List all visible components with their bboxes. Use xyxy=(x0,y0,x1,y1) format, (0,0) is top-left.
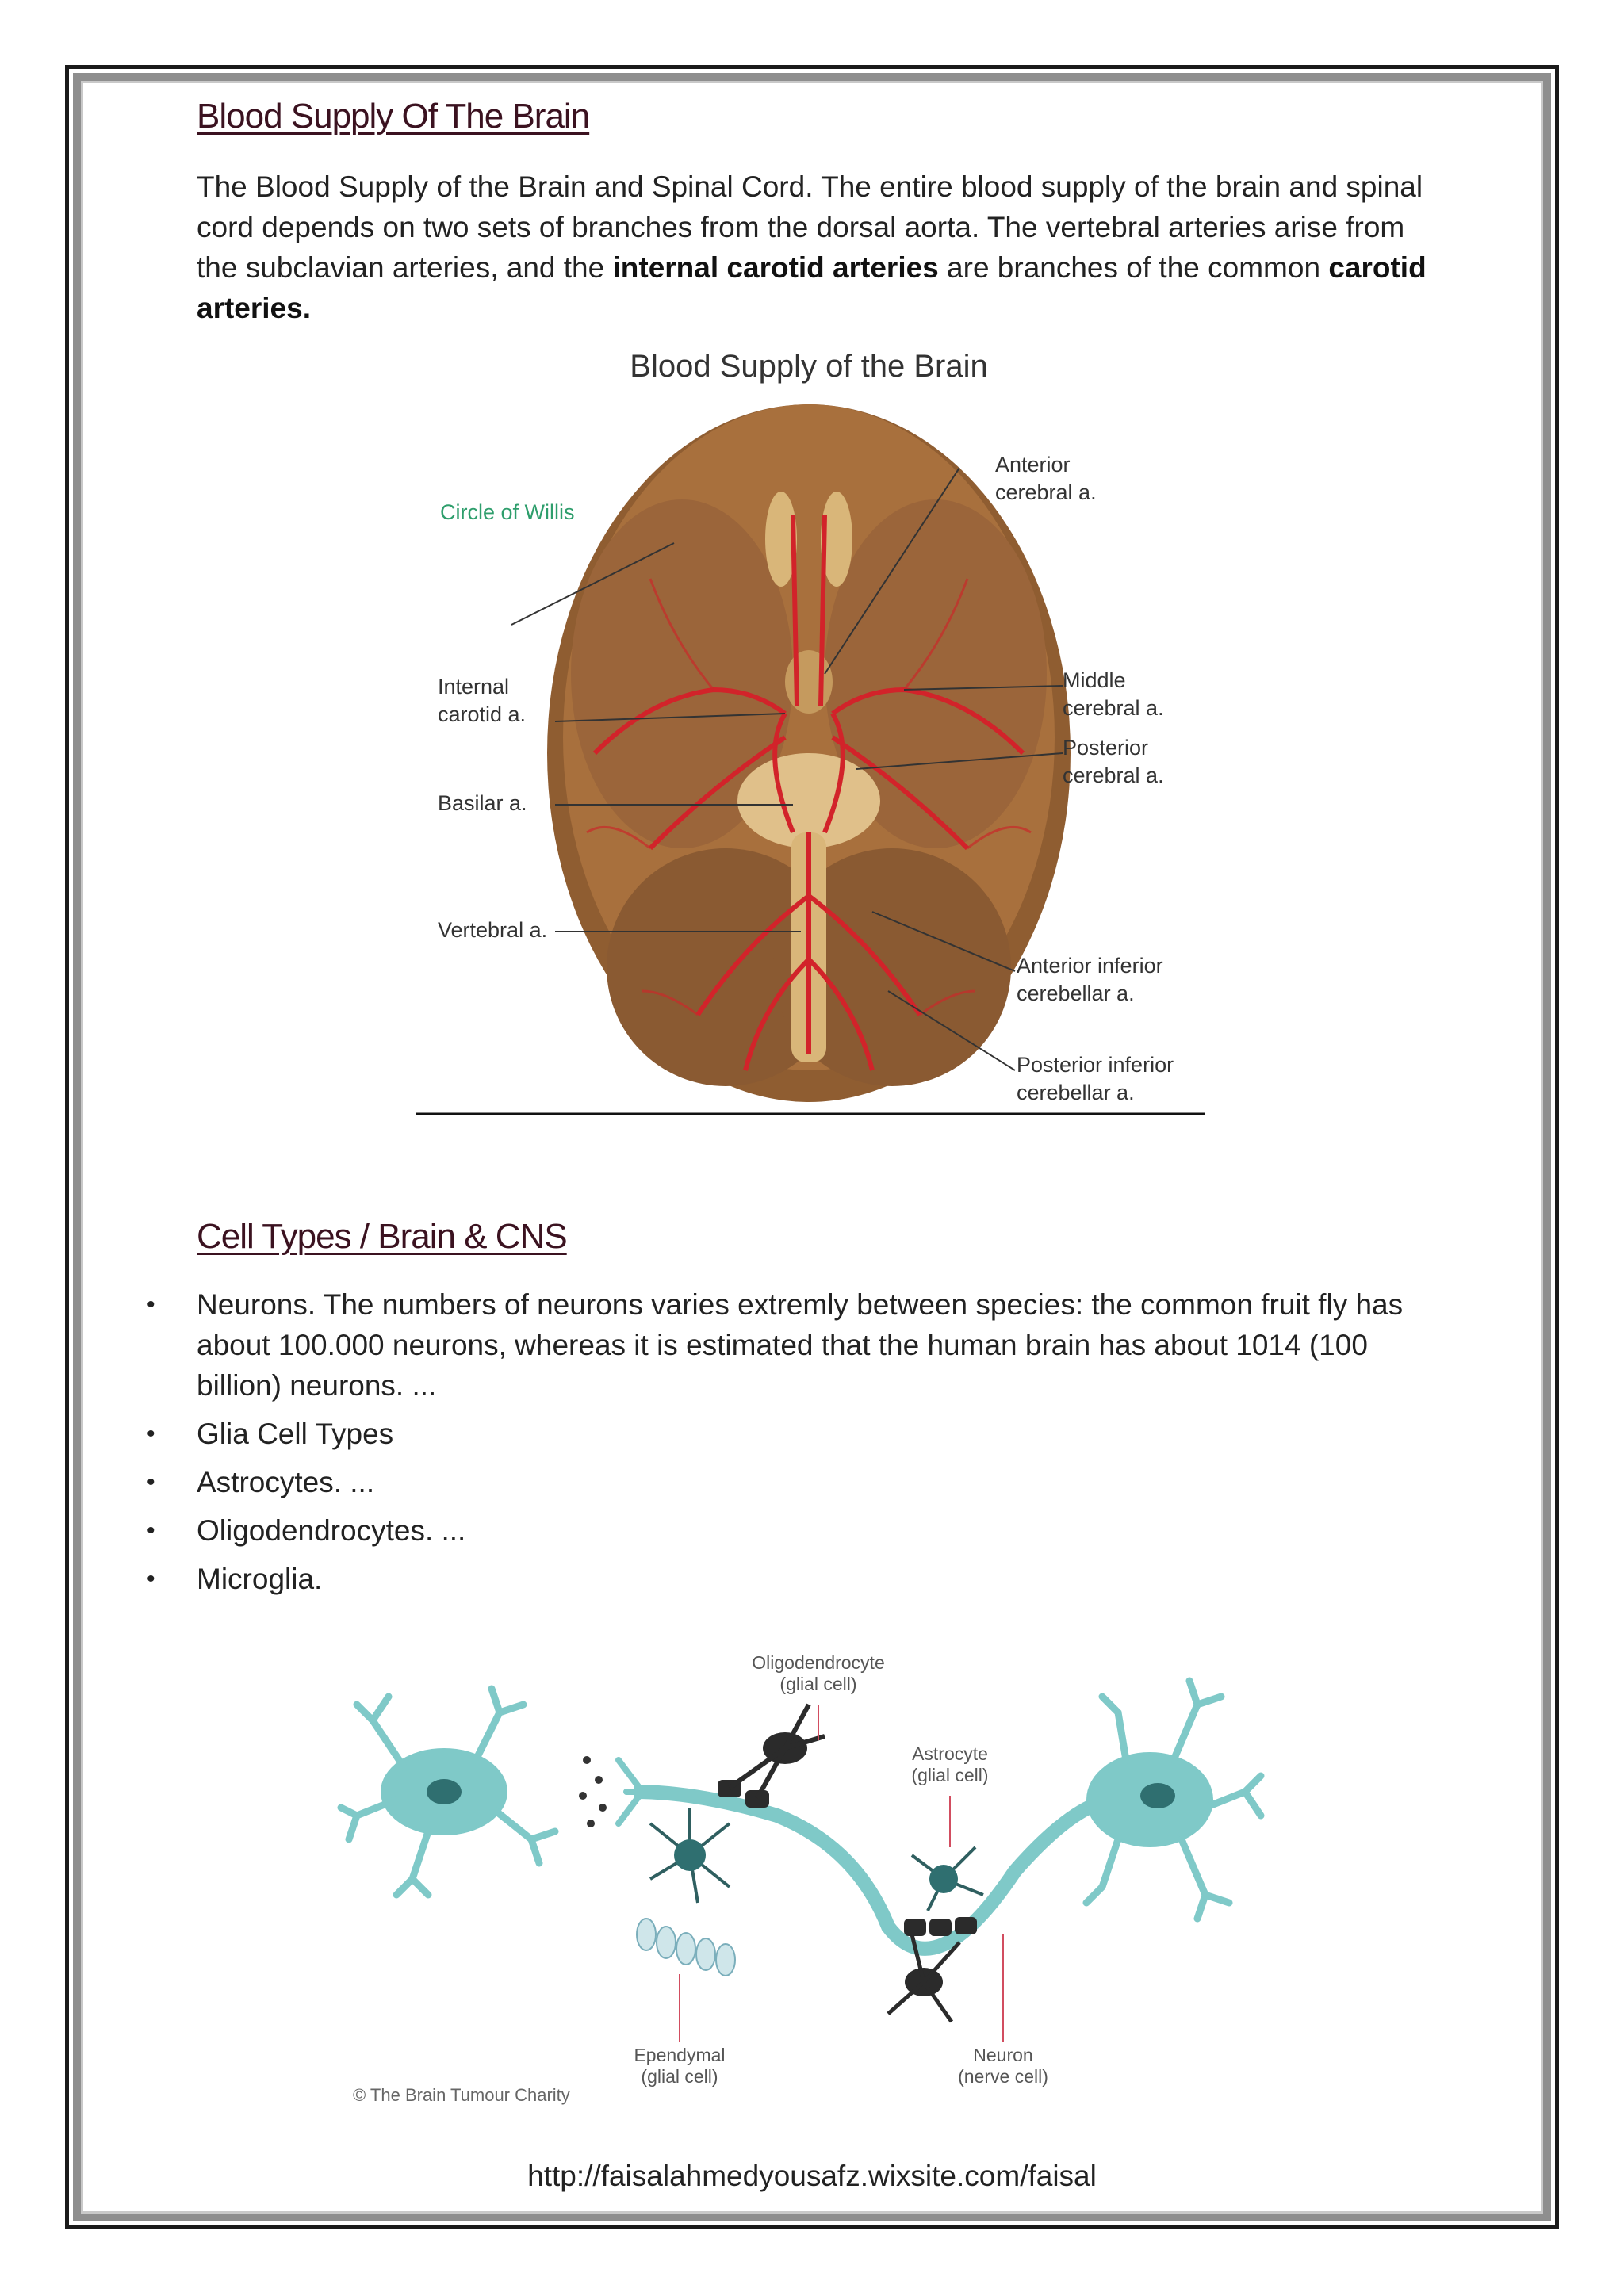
list-item: Astrocytes. ... xyxy=(147,1462,1455,1502)
label-neuron-1: Neuron xyxy=(973,2045,1032,2065)
label-ependymal-2: (glial cell) xyxy=(641,2066,718,2087)
label-astrocyte-2: (glial cell) xyxy=(911,1765,988,1785)
figure-credit: © The Brain Tumour Charity xyxy=(353,2085,570,2105)
label-anterior-inferior-1: Anterior inferior xyxy=(1017,954,1163,978)
label-basilar: Basilar a. xyxy=(438,791,527,815)
list-item: Oligodendrocytes. ... xyxy=(147,1510,1455,1551)
label-middle-cerebral-1: Middle xyxy=(1063,668,1126,692)
paragraph-bold-internal-carotid: internal carotid arteries xyxy=(612,251,939,284)
paragraph-text-1: The Blood Supply of the Brain and Spinal… xyxy=(197,170,1423,284)
brain-blood-supply-figure: Blood Supply of the Brain xyxy=(416,349,1205,1115)
neural-cells-figure: Oligodendrocyte (glial cell) Astrocyte (… xyxy=(337,1652,1265,2105)
blood-supply-paragraph: The Blood Supply of the Brain and Spinal… xyxy=(197,166,1434,328)
neuron-illustration xyxy=(337,1677,1265,2023)
paragraph-bold-carotid: carotid arteries. xyxy=(197,251,1427,324)
artery-network xyxy=(592,515,1025,1071)
label-anterior-inferior-2: cerebellar a. xyxy=(1017,982,1135,1005)
list-item: Neurons. The numbers of neurons varies e… xyxy=(147,1284,1455,1406)
paragraph-text-2: are branches of the common xyxy=(938,251,1329,284)
label-posterior-inferior-1: Posterior inferior xyxy=(1017,1053,1174,1077)
label-astrocyte-1: Astrocyte xyxy=(912,1743,988,1764)
label-posterior-cerebral-1: Posterior xyxy=(1063,736,1148,760)
label-vertebral: Vertebral a. xyxy=(438,918,547,942)
label-oligodendrocyte-1: Oligodendrocyte xyxy=(752,1652,885,1673)
label-neuron-2: (nerve cell) xyxy=(958,2066,1048,2087)
brain-illustration xyxy=(547,404,1071,1102)
list-item: Microglia. xyxy=(147,1559,1455,1599)
label-posterior-inferior-2: cerebellar a. xyxy=(1017,1081,1135,1104)
section-heading-cell-types: Cell Types / Brain & CNS xyxy=(197,1217,568,1256)
label-leader-lines xyxy=(416,467,1205,1115)
label-middle-cerebral-2: cerebral a. xyxy=(1063,696,1164,720)
pointer-lines xyxy=(679,1705,1004,2042)
page-border-inner xyxy=(81,81,1543,2214)
figure-title: Blood Supply of the Brain xyxy=(630,349,987,384)
label-anterior-cerebral-1: Anterior xyxy=(995,453,1071,476)
page-border-middle xyxy=(73,73,1551,2221)
label-oligodendrocyte-2: (glial cell) xyxy=(779,1674,856,1694)
list-item: Glia Cell Types xyxy=(147,1414,1455,1454)
label-internal-carotid-1: Internal xyxy=(438,675,509,698)
label-anterior-cerebral-2: cerebral a. xyxy=(995,480,1097,504)
page-border-outer xyxy=(65,65,1559,2229)
section-heading-blood-supply: Blood Supply Of The Brain xyxy=(197,97,590,136)
footer-url[interactable]: http://faisalahmedyousafz.wixsite.com/fa… xyxy=(527,2160,1097,2192)
label-internal-carotid-2: carotid a. xyxy=(438,702,526,726)
label-posterior-cerebral-2: cerebral a. xyxy=(1063,763,1164,787)
label-ependymal-1: Ependymal xyxy=(634,2045,725,2065)
cell-types-list: Neurons. The numbers of neurons varies e… xyxy=(147,1284,1455,1607)
label-circle-of-willis: Circle of Willis xyxy=(440,500,575,524)
